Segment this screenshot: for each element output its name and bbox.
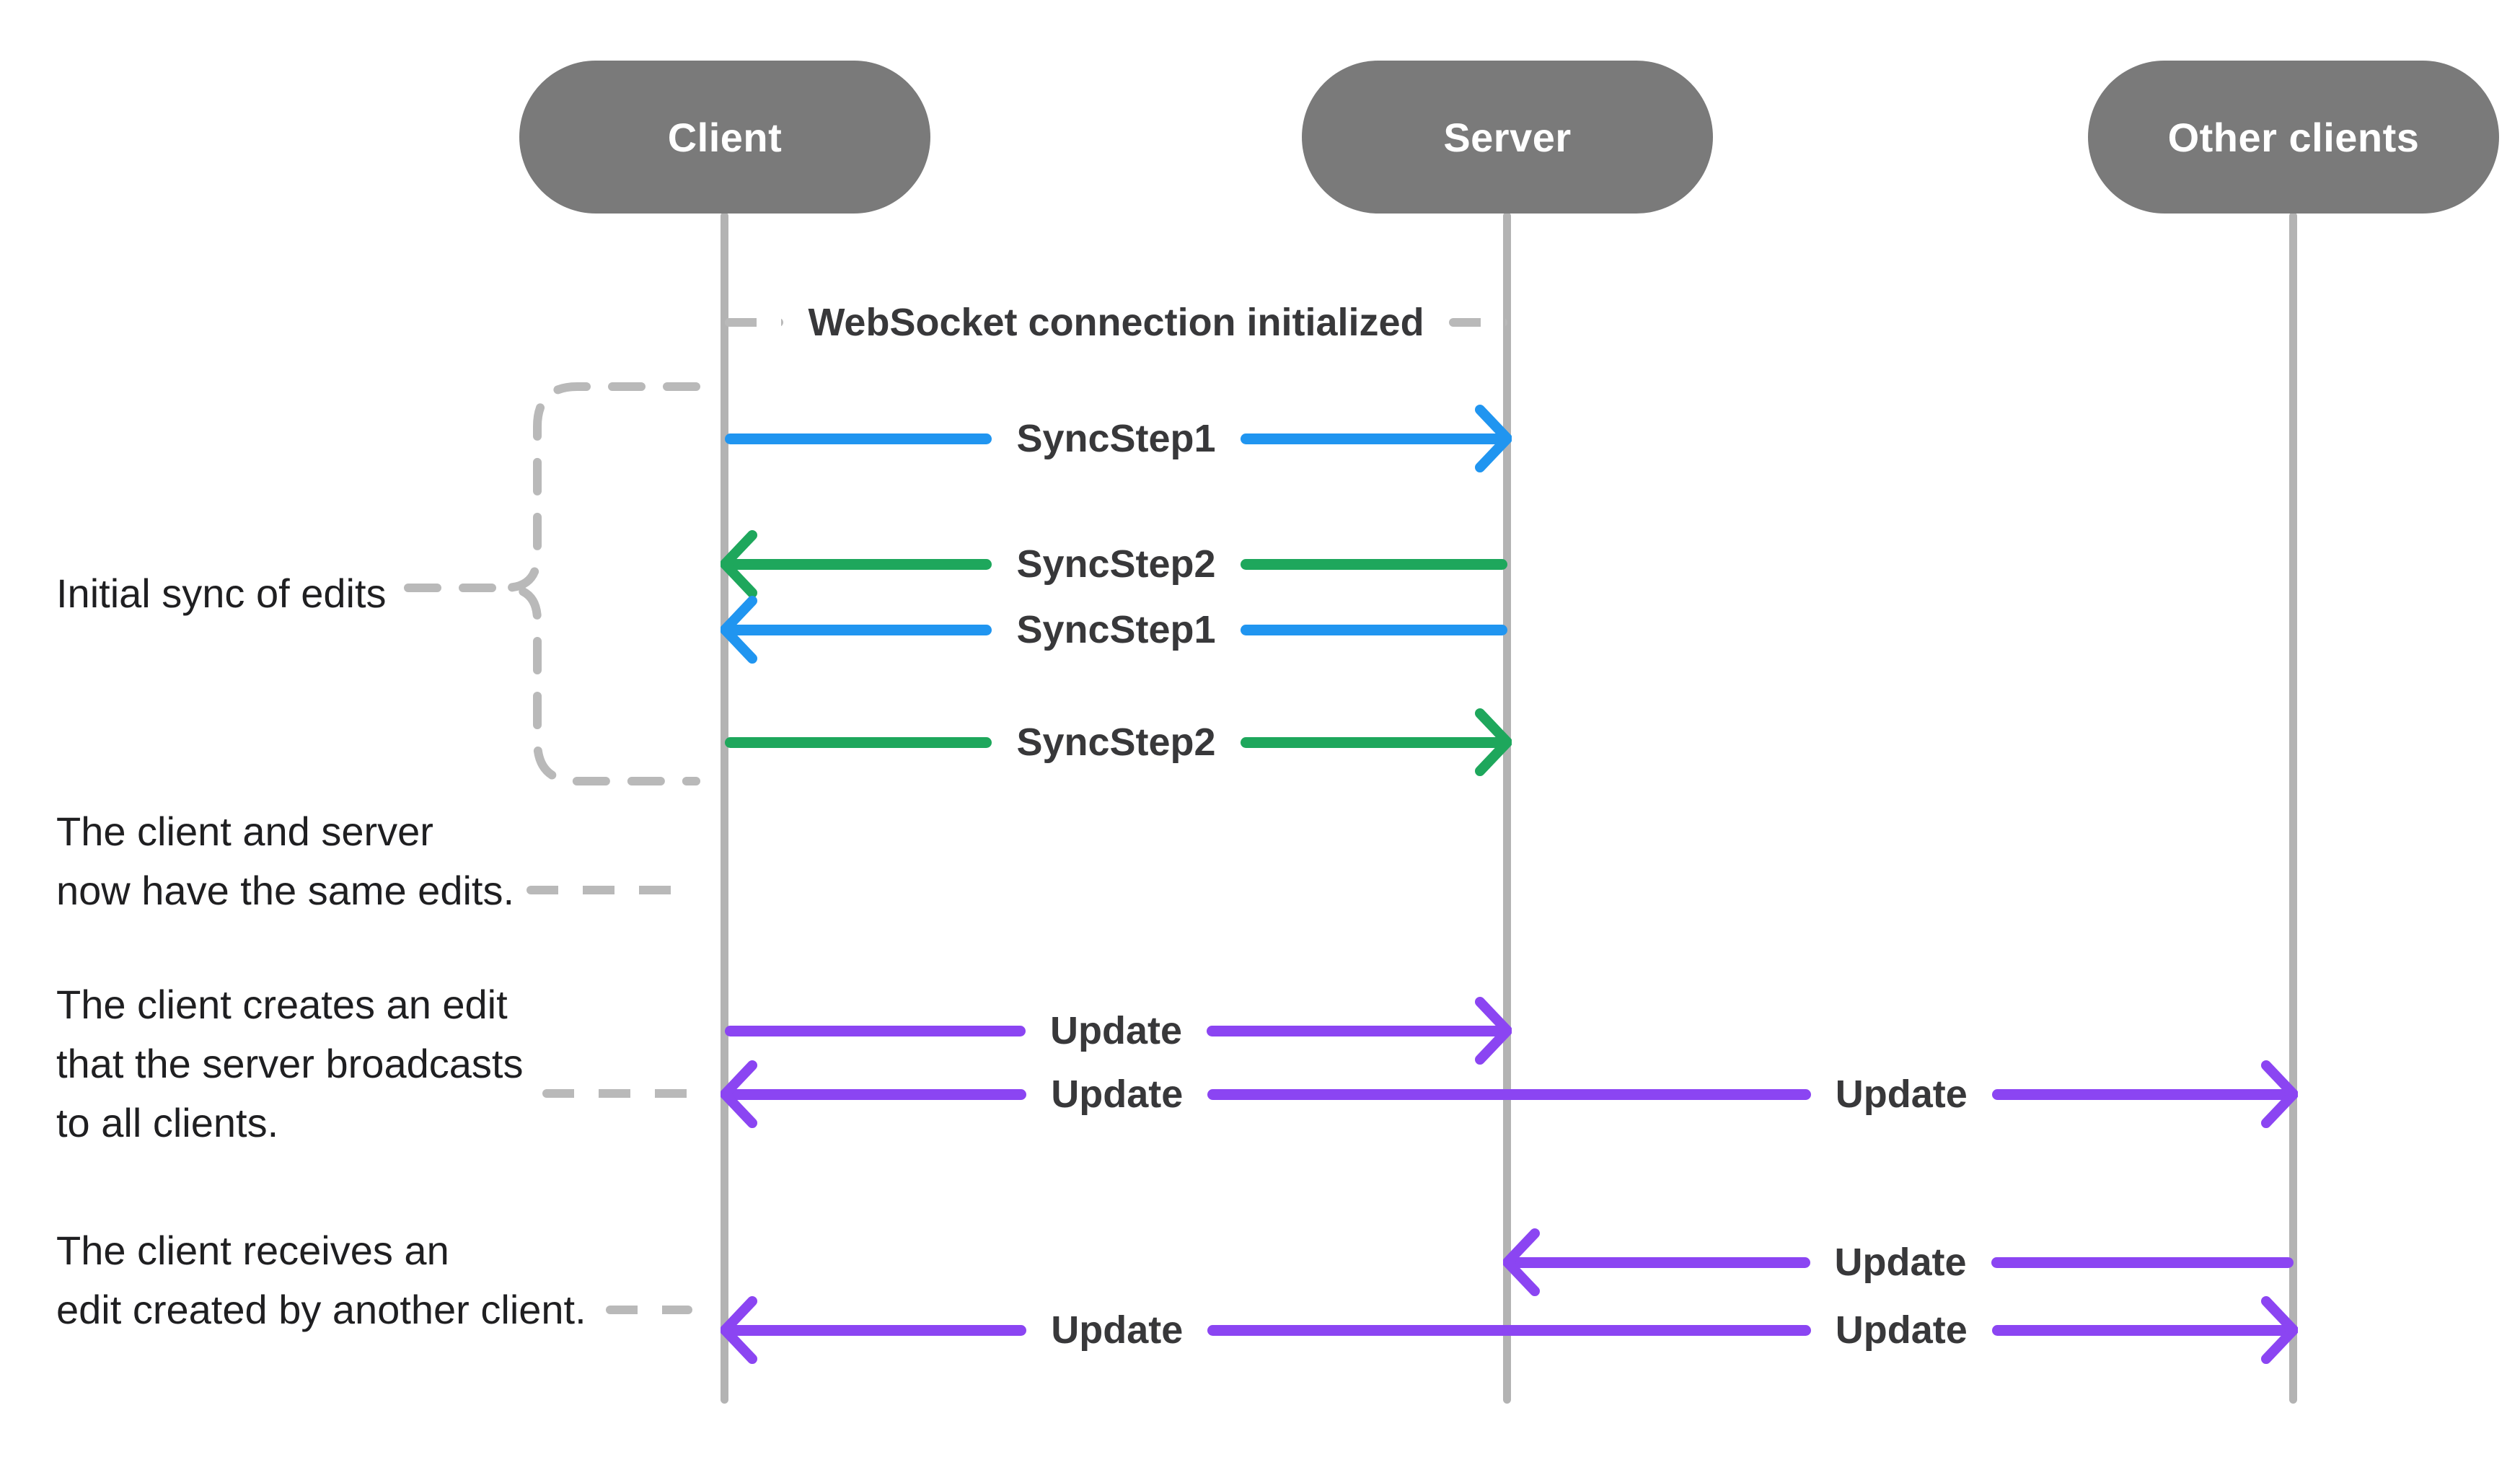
arrow-line xyxy=(1240,736,1507,748)
arrowhead-right-icon xyxy=(1471,990,1512,1071)
arrow-line xyxy=(725,1025,1026,1036)
message-label: Update xyxy=(1051,1308,1184,1352)
arrow-line xyxy=(1207,1025,1508,1036)
arrow-line xyxy=(1240,433,1507,444)
message-syncstep1-to-client: SyncStep1 xyxy=(725,589,1507,670)
arrowhead-left-icon xyxy=(1503,1222,1543,1303)
arrow-line xyxy=(725,558,992,570)
annotation-line: The client receives an xyxy=(56,1228,449,1273)
arrowhead-right-icon xyxy=(1471,398,1512,479)
arrow-line xyxy=(1207,1324,1811,1336)
lifeline-other-clients xyxy=(2289,212,2297,1404)
dashed-connector xyxy=(527,886,692,894)
arrow-line xyxy=(725,736,992,748)
message-label: SyncStep2 xyxy=(1016,542,1216,586)
dashed-connector xyxy=(606,1306,692,1314)
arrowhead-left-icon xyxy=(721,524,761,604)
annotation-line: to all clients. xyxy=(56,1100,279,1145)
annotation-line: now have the same edits. xyxy=(56,868,515,913)
arrow-line xyxy=(1991,1256,2294,1268)
message-label: Update xyxy=(1050,1009,1183,1052)
actor-client-label: Client xyxy=(667,114,783,160)
message-label: SyncStep1 xyxy=(1016,417,1216,460)
actor-client: Client xyxy=(519,61,930,214)
message-label: SyncStep1 xyxy=(1016,608,1216,651)
websocket-note-row: WebSocket connection initialized xyxy=(725,282,1508,363)
arrowhead-right-icon xyxy=(1471,702,1512,783)
message-syncstep2-to-client: SyncStep2 xyxy=(725,524,1507,604)
lifeline-client xyxy=(721,212,728,1404)
actor-server-label: Server xyxy=(1443,114,1572,160)
arrow-line xyxy=(725,433,992,444)
arrowhead-left-icon xyxy=(721,1290,761,1370)
annotation-line: edit created by another client. xyxy=(56,1287,586,1332)
arrow-line xyxy=(1207,1088,1811,1100)
annotation-line: that the server broadcasts xyxy=(56,1041,524,1086)
arrow-line xyxy=(1240,558,1507,570)
actor-server: Server xyxy=(1302,61,1713,214)
dashed-segment xyxy=(725,318,784,327)
message-update-from-other-clients: Update xyxy=(1507,1222,2294,1303)
lifeline-server xyxy=(1503,212,1511,1404)
message-update-to-server: Update xyxy=(725,990,1508,1071)
websocket-note-label: WebSocket connection initialized xyxy=(808,301,1424,344)
arrow-line xyxy=(1507,1256,1810,1268)
initial-sync-brace xyxy=(404,382,700,785)
message-label: Update xyxy=(1834,1241,1967,1284)
arrowhead-right-icon xyxy=(2257,1290,2298,1370)
annotation-same-edits: The client and server now have the same … xyxy=(56,802,514,920)
message-syncstep1-to-server: SyncStep1 xyxy=(725,398,1507,479)
actor-other-clients-label: Other clients xyxy=(2167,114,2420,160)
message-label: Update xyxy=(1835,1308,1968,1352)
message-update-broadcast-2: Update Update xyxy=(725,1290,2294,1370)
message-label: Update xyxy=(1051,1073,1184,1116)
arrow-line xyxy=(1991,1324,2294,1336)
annotation-client-receives-edit: The client receives an edit created by a… xyxy=(56,1221,586,1339)
arrow-line xyxy=(1240,624,1507,635)
dashed-segment xyxy=(1448,318,1508,327)
arrowhead-left-icon xyxy=(721,589,761,670)
message-syncstep2-to-server: SyncStep2 xyxy=(725,702,1507,783)
arrow-line xyxy=(725,624,992,635)
message-label: SyncStep2 xyxy=(1016,721,1216,764)
arrow-line xyxy=(725,1324,1027,1336)
arrowhead-left-icon xyxy=(721,1054,761,1135)
annotation-client-creates-edit: The client creates an edit that the serv… xyxy=(56,975,523,1153)
annotation-line: The client creates an edit xyxy=(56,982,508,1027)
dashed-connector xyxy=(542,1089,692,1098)
arrow-line xyxy=(1991,1088,2294,1100)
annotation-initial-sync: Initial sync of edits xyxy=(56,571,387,616)
arrowhead-right-icon xyxy=(2257,1054,2298,1135)
annotation-line: The client and server xyxy=(56,809,433,854)
message-label: Update xyxy=(1835,1073,1968,1116)
arrow-line xyxy=(725,1088,1027,1100)
actor-other-clients: Other clients xyxy=(2088,61,2499,214)
message-update-broadcast-1: Update Update xyxy=(725,1054,2294,1135)
